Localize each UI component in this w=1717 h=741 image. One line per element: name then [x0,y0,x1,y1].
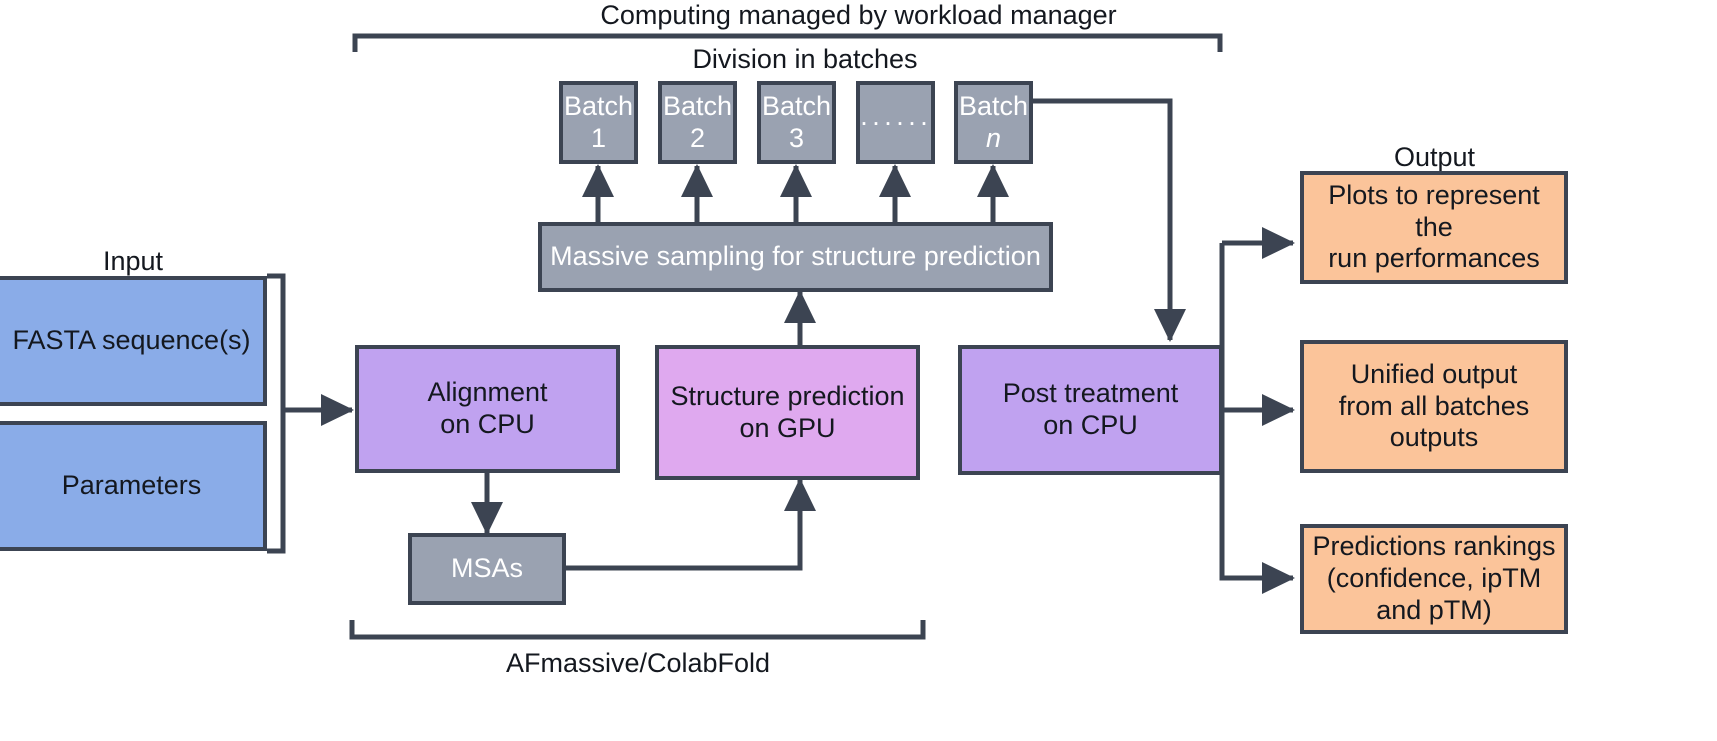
arrow-msas-to-structure [566,477,816,571]
batch-box-3[interactable]: Batch 3 [757,81,836,164]
label-input: Input [102,246,164,276]
msas-box[interactable]: MSAs [408,533,566,605]
input-fasta-box[interactable]: FASTA sequence(s) [0,276,267,406]
input-fasta-label: FASTA sequence(s) [12,325,251,356]
batch-box-2[interactable]: Batch 2 [658,81,737,164]
bracket-input [267,273,286,554]
arrow-batchn-to-post [1032,98,1187,343]
msas-label: MSAs [450,553,523,584]
label-division-in-batches: Division in batches [692,44,918,74]
arrow-post-to-rankings [1219,410,1296,594]
massive-sampling-label: Massive sampling for structure predictio… [550,241,1041,272]
batch-box-ellipsis: ······ [856,81,935,164]
output-plots-label: Plots to represent the run performances [1328,179,1540,274]
alignment-on-cpu-box[interactable]: Alignment on CPU [355,345,620,473]
structure-prediction-on-gpu-box[interactable]: Structure prediction on GPU [655,345,920,480]
input-parameters-box[interactable]: Parameters [0,421,267,551]
batch-1-label: Batch 1 [563,90,634,153]
bracket-afmassive [349,620,926,640]
input-parameters-label: Parameters [61,470,202,501]
output-unified-label: Unified output from all batches outputs [1338,358,1530,453]
post-treatment-label: Post treatment on CPU [1002,378,1179,440]
batch-2-label: Batch 2 [662,90,733,153]
output-rankings-box[interactable]: Predictions rankings (confidence, ipTM a… [1300,524,1568,634]
output-rankings-label: Predictions rankings (confidence, ipTM a… [1312,531,1556,625]
massive-sampling-block[interactable]: Massive sampling for structure predictio… [538,222,1053,292]
output-unified-box[interactable]: Unified output from all batches outputs [1300,340,1568,473]
batch-n-label: Batch n [958,90,1029,153]
batch-box-n[interactable]: Batch n [954,81,1033,164]
batch-ellipsis-label: ······ [859,106,932,137]
label-output: Output [1393,142,1476,172]
batch-box-1[interactable]: Batch 1 [559,81,638,164]
label-afmassive-colabfold: AFmassive/ColabFold [505,648,771,678]
structure-prediction-label: Structure prediction on GPU [670,380,905,443]
batch-3-label: Batch 3 [761,90,832,153]
alignment-label: Alignment on CPU [427,377,548,439]
output-plots-box[interactable]: Plots to represent the run performances [1300,171,1568,284]
post-treatment-on-cpu-box[interactable]: Post treatment on CPU [958,345,1223,475]
title-computing-managed: Computing managed by workload manager [600,0,1117,30]
